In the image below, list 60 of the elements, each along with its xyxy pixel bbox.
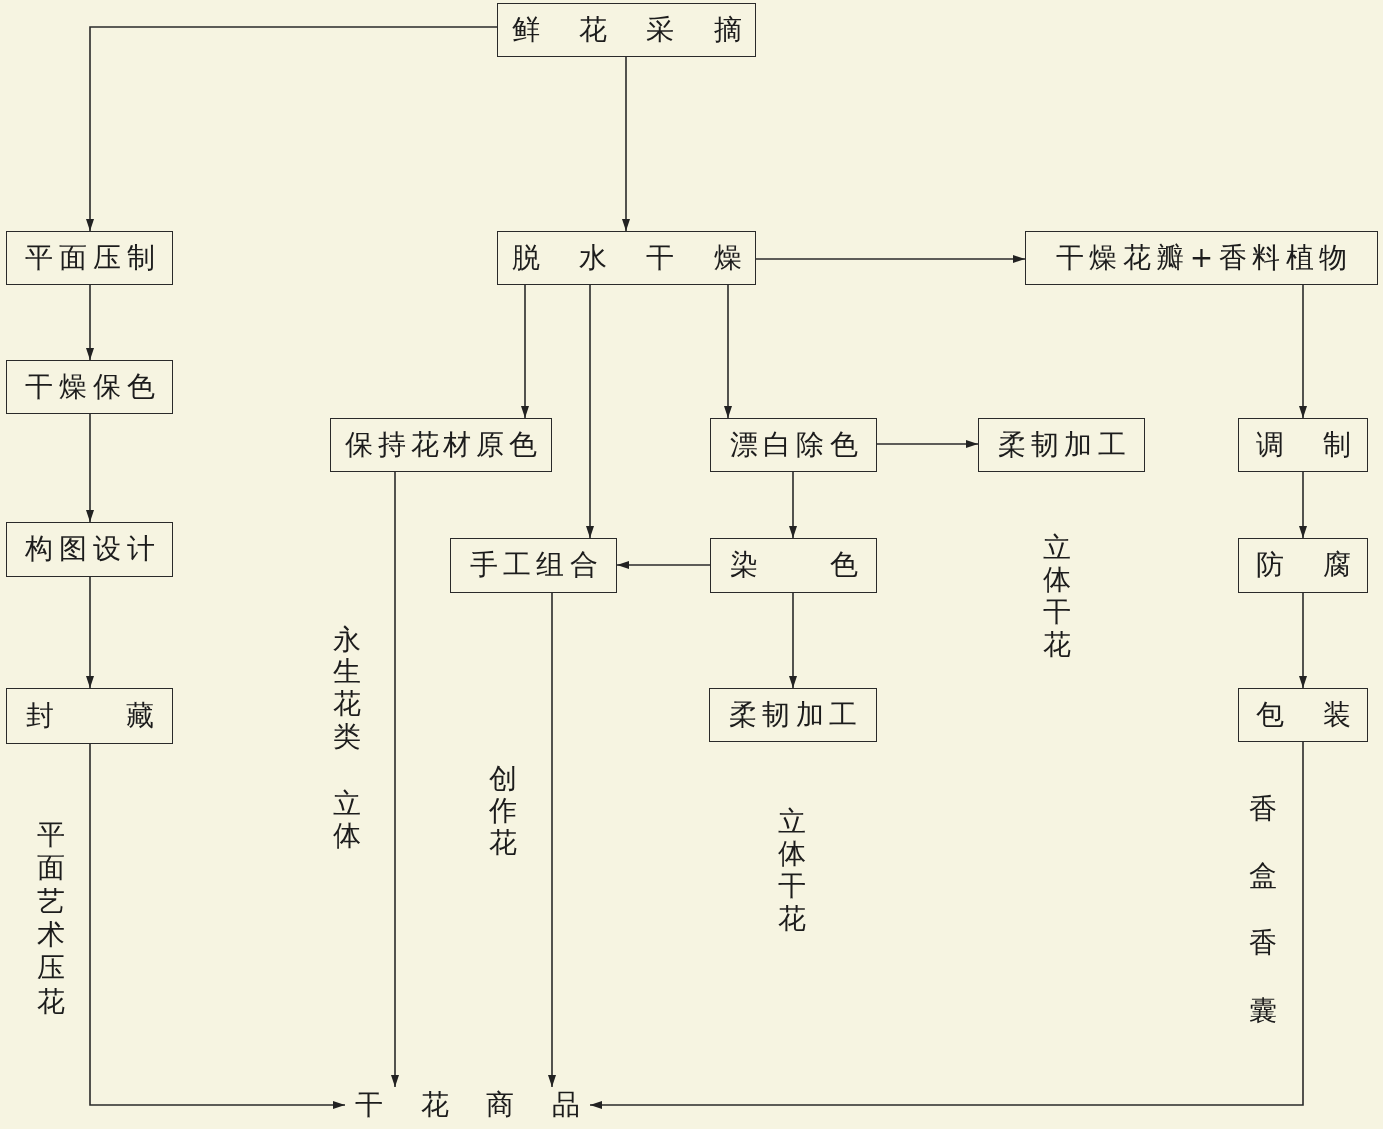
process-box: [6, 360, 173, 414]
process-box: [6, 231, 173, 285]
process-box: [709, 688, 877, 742]
arrow: [755, 255, 1026, 263]
step-text: 平面压制: [24, 241, 155, 275]
process-box: [1238, 688, 1368, 742]
arrow: [86, 413, 94, 523]
product-label: 干花商品: [355, 1088, 580, 1122]
arrow: [1299, 592, 1307, 689]
step-text: 柔韧加工: [729, 698, 857, 732]
step-text: 漂白除色: [729, 428, 858, 462]
process-box: [1238, 538, 1368, 593]
process-box: [1238, 418, 1368, 472]
arrow: [1299, 471, 1307, 539]
process-box: [710, 418, 877, 472]
step-text: 调制: [1255, 428, 1351, 462]
arrow: [548, 592, 556, 1088]
arrow: [89, 743, 346, 1109]
arrow: [789, 592, 797, 689]
step-text: 手工组合: [469, 549, 598, 582]
arrow: [86, 284, 94, 361]
arrow: [616, 561, 711, 569]
arrow: [86, 26, 498, 232]
category-label: 平面艺术压花: [37, 818, 65, 1018]
process-box: [710, 538, 877, 593]
process-box: [497, 231, 756, 285]
step-text: 干燥保色: [24, 370, 155, 404]
category-label: 永生花类: [333, 624, 361, 753]
process-box: [6, 522, 173, 577]
process-box: [330, 418, 552, 472]
step-text: 脱水干燥: [511, 241, 742, 275]
step-text: 包装: [1255, 698, 1351, 732]
category-label: 立体: [333, 788, 361, 853]
step-text: 防腐: [1255, 549, 1351, 582]
arrow: [589, 741, 1304, 1109]
category-label: 创作花: [489, 763, 517, 860]
arrow: [391, 471, 399, 1088]
arrow: [521, 284, 529, 419]
step-text: 干燥花瓣+香料植物: [1055, 241, 1348, 275]
category-label: 立体干花: [778, 806, 806, 935]
arrow: [724, 284, 732, 419]
step-text: 保持花材原色: [345, 428, 537, 462]
process-box: [497, 3, 756, 57]
step-text: 封藏: [25, 699, 154, 733]
arrow: [586, 284, 594, 539]
step-text: 鲜花采摘: [511, 13, 742, 47]
step-text: 柔韧加工: [997, 428, 1126, 462]
arrow: [622, 56, 630, 232]
arrow: [789, 471, 797, 539]
arrow: [86, 576, 94, 689]
process-box: [978, 418, 1145, 472]
process-box: [450, 538, 617, 593]
step-text: 染色: [729, 549, 858, 582]
process-box: [6, 688, 173, 744]
process-box: [1025, 231, 1378, 285]
category-label: 立体干花: [1043, 532, 1071, 661]
category-label: 香盒香囊: [1249, 791, 1277, 1029]
arrow: [1299, 284, 1307, 419]
step-text: 构图设计: [24, 533, 155, 566]
arrow: [876, 440, 979, 448]
